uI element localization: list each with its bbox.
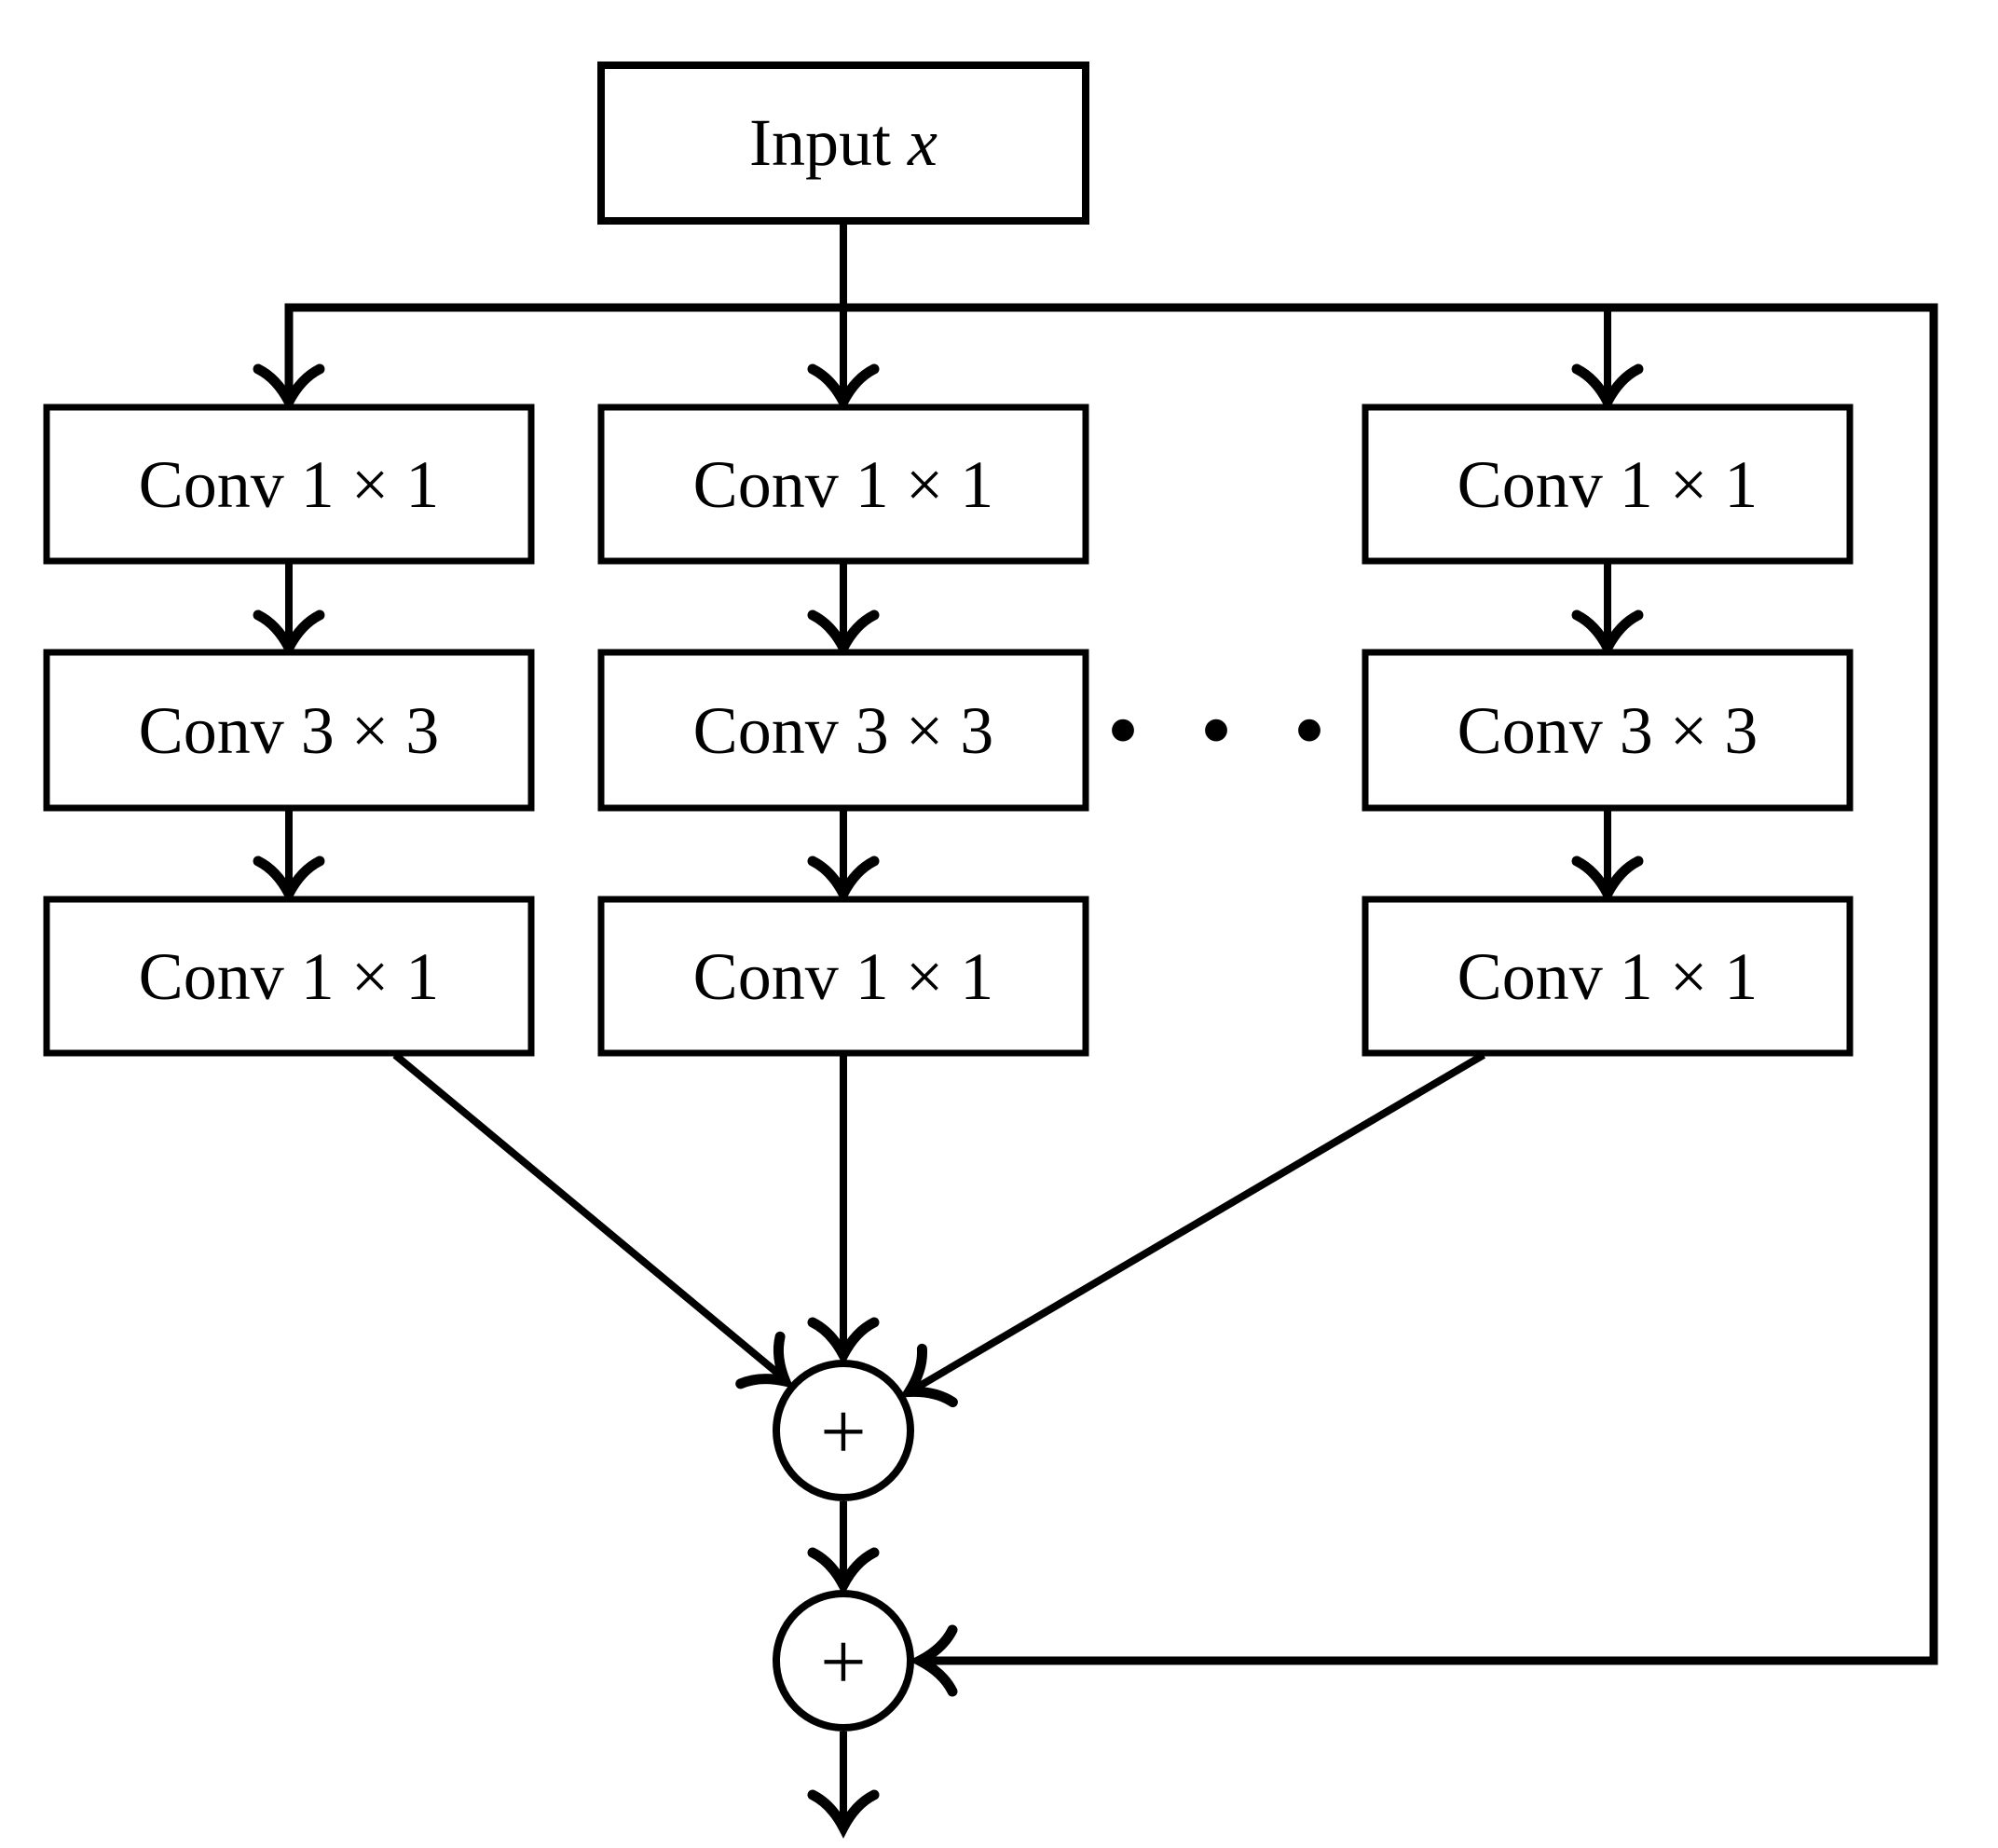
conv-box-c3-r1-label: Conv 1 × 1 — [1457, 447, 1759, 522]
sum-node-1-circle — [773, 1360, 914, 1501]
conv-box-c1-r2-label: Conv 3 × 3 — [139, 693, 440, 768]
plus-icon: + — [820, 1618, 867, 1708]
conv-box-c2-r1 — [597, 404, 1089, 565]
ellipsis: • • • — [1106, 678, 1325, 782]
conv-box-c3-r3-label: Conv 1 × 1 — [1457, 939, 1759, 1014]
ellipsis-dot: • — [1106, 678, 1139, 782]
conv-box-c1-r2 — [43, 649, 535, 812]
conv-box-c2-r2-label: Conv 3 × 3 — [693, 693, 994, 768]
conv-box-c3-r1 — [1362, 404, 1854, 565]
branch-column-3: Conv 1 × 1 Conv 3 × 3 Conv 1 × 1 — [1362, 404, 1854, 1057]
distribution-bus-and-skip-line — [284, 303, 1938, 1665]
input-label-text: Input — [749, 105, 908, 180]
conv-box-c1-r1-label: Conv 1 × 1 — [139, 447, 440, 522]
input-label-variable: x — [907, 105, 937, 180]
sum-node-1: + — [773, 1360, 914, 1501]
plus-icon: + — [820, 1388, 867, 1478]
conv-box-c1-r1 — [43, 404, 535, 565]
right-diagonal-line — [912, 1051, 1486, 1392]
connector-lines — [284, 221, 1938, 1823]
conv-box-c2-r3 — [597, 896, 1089, 1057]
conv-box-c1-r3-label: Conv 1 × 1 — [139, 939, 440, 1014]
input-box-label: Input x — [749, 105, 937, 180]
sum-node-2-circle — [773, 1590, 914, 1732]
branch-column-2: Conv 1 × 1 Conv 3 × 3 Conv 1 × 1 — [597, 404, 1089, 1057]
left-diagonal-line — [392, 1051, 786, 1381]
input-box-rect — [597, 62, 1089, 225]
conv-box-c2-r2 — [597, 649, 1089, 812]
conv-box-c1-r3 — [43, 896, 535, 1057]
ellipsis-dot: • — [1293, 678, 1325, 782]
sum-node-2: + — [773, 1590, 914, 1732]
conv-box-c2-r3-label: Conv 1 × 1 — [693, 939, 994, 1014]
ellipsis-dot: • — [1199, 678, 1232, 782]
arrowheads — [258, 369, 1638, 1827]
conv-box-c3-r2-label: Conv 3 × 3 — [1457, 693, 1759, 768]
conv-box-c2-r1-label: Conv 1 × 1 — [693, 447, 994, 522]
branch-column-1: Conv 1 × 1 Conv 3 × 3 Conv 1 × 1 — [43, 404, 535, 1057]
conv-box-c3-r3 — [1362, 896, 1854, 1057]
input-box: Input x — [597, 62, 1089, 225]
conv-box-c3-r2 — [1362, 649, 1854, 812]
